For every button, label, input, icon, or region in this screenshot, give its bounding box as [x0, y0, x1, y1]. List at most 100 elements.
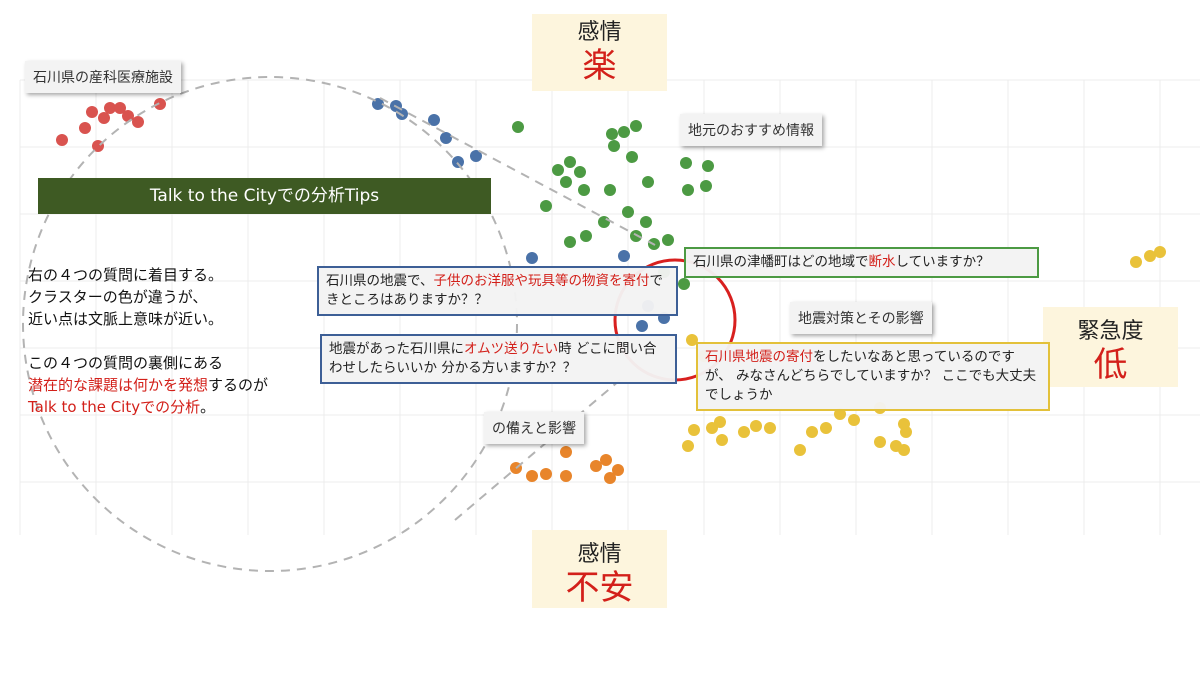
- cluster-label-quake-measures: 地震対策とその影響: [790, 302, 932, 334]
- axis-bottom-label: 感情: [577, 542, 622, 567]
- q2-text-rest: 時 どこに問い合わせしたらいいか 分かる方いますか？？: [329, 341, 657, 376]
- cluster-point-blue: [526, 252, 538, 264]
- cluster-point-green: [578, 184, 590, 196]
- q4-highlight: 石川県地震の寄付: [705, 349, 813, 365]
- q3-text-rest: していますか？: [895, 254, 990, 270]
- cluster-label-obstetrics: 石川県の産科医療施設: [25, 61, 181, 93]
- tips-line-5-rest: するのが: [208, 376, 269, 394]
- cluster-point-green: [552, 164, 564, 176]
- tips-banner: Talk to the Cityでの分析Tips: [38, 178, 491, 214]
- axis-right-label: 緊急度: [1077, 319, 1144, 344]
- cluster-point-green: [560, 176, 572, 188]
- cluster-point-yellow: [764, 422, 776, 434]
- q2-text: 地震があった石川県に: [329, 341, 464, 357]
- cluster-point-green: [640, 216, 652, 228]
- q2-highlight: オムツ送りたい: [464, 341, 559, 357]
- cluster-point-blue: [470, 150, 482, 162]
- cluster-point-green: [626, 151, 638, 163]
- cluster-point-green: [662, 234, 674, 246]
- cluster-point-red: [104, 102, 116, 114]
- cluster-point-green: [540, 200, 552, 212]
- question-box-donation-goods: 石川県の地震で、子供のお洋服や玩具等の物資を寄付できところはありますか？？: [317, 266, 678, 316]
- axis-right-value: 低: [1093, 345, 1128, 385]
- cluster-point-orange: [600, 454, 612, 466]
- cluster-point-yellow: [682, 440, 694, 452]
- cluster-point-orange: [526, 470, 538, 482]
- tips-line-5: 潜在的な課題は何かを発想するのが: [28, 374, 328, 396]
- cluster-point-green: [700, 180, 712, 192]
- cluster-point-orange: [560, 470, 572, 482]
- cluster-point-green: [630, 120, 642, 132]
- cluster-point-red: [56, 134, 68, 146]
- axis-bottom-value: 不安: [565, 568, 634, 608]
- cluster-point-blue: [396, 108, 408, 120]
- cluster-point-green: [608, 140, 620, 152]
- cluster-point-green: [604, 184, 616, 196]
- question-box-water-outage: 石川県の津幡町はどの地域で断水していますか？: [684, 247, 1039, 278]
- tips-line-4: この４つの質問の裏側にある: [28, 354, 224, 372]
- tips-line-6-highlight: Talk to the Cityでの分析: [28, 398, 201, 416]
- cluster-point-green: [642, 176, 654, 188]
- axis-top-value: 楽: [582, 46, 617, 86]
- magnifier-connector-top: [379, 97, 656, 246]
- cluster-point-blue: [428, 114, 440, 126]
- axis-right: 緊急度 低: [1043, 307, 1178, 387]
- cluster-point-yellow: [898, 418, 910, 430]
- cluster-point-green: [622, 206, 634, 218]
- axis-top: 感情 楽: [532, 14, 667, 91]
- cluster-point-blue: [618, 250, 630, 262]
- cluster-point-green: [580, 230, 592, 242]
- cluster-point-green: [630, 230, 642, 242]
- tips-line-3: 近い点は文脈上意味が近い。: [28, 310, 224, 328]
- axis-top-label: 感情: [577, 20, 622, 45]
- cluster-point-yellow: [738, 426, 750, 438]
- cluster-point-red: [114, 102, 126, 114]
- cluster-point-orange: [604, 472, 616, 484]
- cluster-point-red: [154, 98, 166, 110]
- cluster-point-blue: [636, 320, 648, 332]
- cluster-point-green: [618, 126, 630, 138]
- q4-text-rest: をしたいなあと思っているのですが、 みなさんどちらでしていますか？ ここでも大丈…: [705, 349, 1037, 403]
- cluster-point-green: [564, 156, 576, 168]
- cluster-point-yellow: [898, 444, 910, 456]
- cluster-label-preparedness: の備えと影響: [484, 412, 584, 444]
- cluster-point-green: [512, 121, 524, 133]
- cluster-point-red: [98, 112, 110, 124]
- q1-highlight: 子供のお洋服や玩具等の物資を寄付: [433, 273, 650, 289]
- axis-bottom: 感情 不安: [532, 530, 667, 608]
- cluster-point-red: [79, 122, 91, 134]
- cluster-point-green: [598, 216, 610, 228]
- cluster-point-yellow: [820, 422, 832, 434]
- cluster-label-local-recommend: 地元のおすすめ情報: [680, 114, 822, 146]
- cluster-point-yellow: [806, 426, 818, 438]
- tips-line-6: Talk to the Cityでの分析。: [28, 396, 328, 418]
- cluster-point-orange: [560, 446, 572, 458]
- cluster-point-green: [574, 166, 586, 178]
- question-box-earthquake-donation: 石川県地震の寄付をしたいなあと思っているのですが、 みなさんどちらでしていますか…: [696, 342, 1050, 411]
- cluster-point-green: [606, 128, 618, 140]
- cluster-point-green: [680, 157, 692, 169]
- question-box-diapers: 地震があった石川県にオムツ送りたい時 どこに問い合わせしたらいいか 分かる方いま…: [320, 334, 677, 384]
- cluster-point-yellow: [1154, 246, 1166, 258]
- q3-highlight: 断水: [868, 254, 896, 270]
- cluster-point-yellow: [874, 436, 886, 448]
- cluster-point-yellow: [794, 444, 806, 456]
- tips-line-6-rest: 。: [200, 398, 216, 416]
- cluster-point-green: [702, 160, 714, 172]
- tips-line-5-highlight: 潜在的な課題は何かを発想: [28, 376, 209, 394]
- cluster-point-orange: [612, 464, 624, 476]
- tips-text: 右の４つの質問に着目する。 クラスターの色が違うが、 近い点は文脈上意味が近い。…: [28, 264, 328, 418]
- cluster-point-orange: [590, 460, 602, 472]
- cluster-point-yellow: [716, 434, 728, 446]
- cluster-point-yellow: [750, 420, 762, 432]
- magnifier-connector-bottom: [454, 379, 621, 521]
- cluster-point-blue: [440, 132, 452, 144]
- tips-line-2: クラスターの色が違うが、: [28, 288, 208, 306]
- q1-text-rest: できところはありますか？？: [326, 273, 663, 308]
- cluster-point-orange: [540, 468, 552, 480]
- cluster-point-green: [564, 236, 576, 248]
- cluster-point-yellow: [688, 424, 700, 436]
- cluster-point-yellow: [714, 416, 726, 428]
- cluster-point-yellow: [834, 408, 846, 420]
